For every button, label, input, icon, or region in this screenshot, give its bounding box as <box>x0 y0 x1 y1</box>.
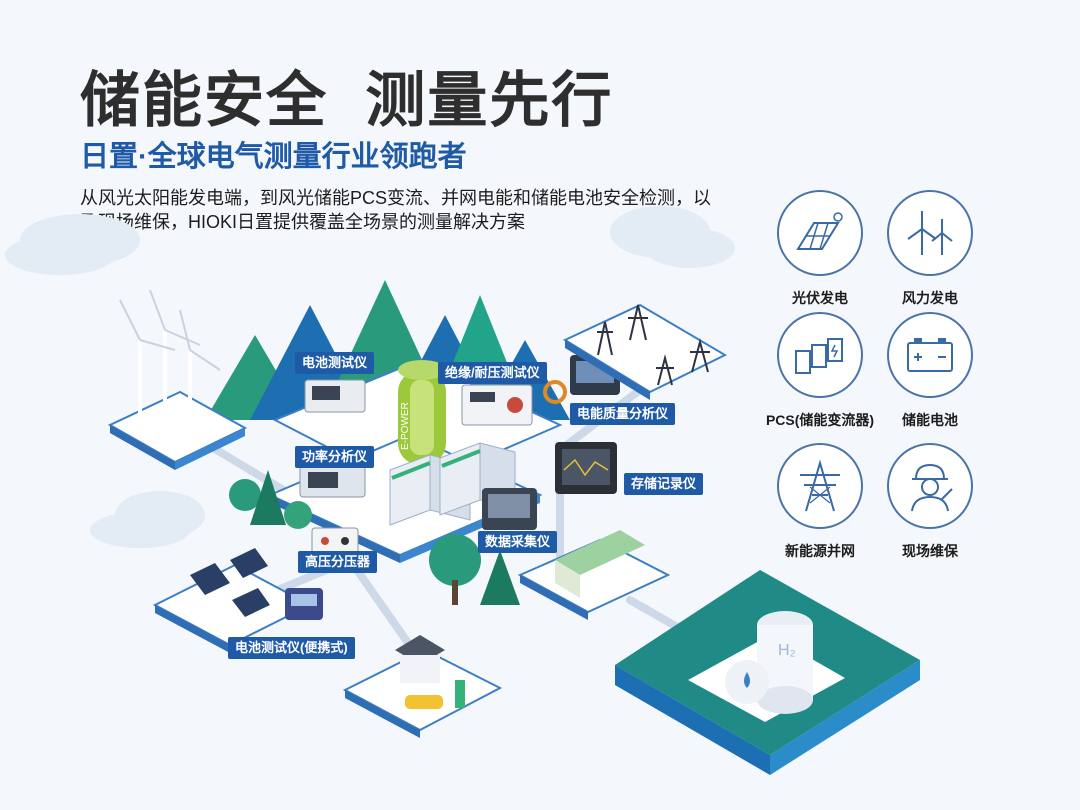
app-card-solar: 光伏发电 <box>765 190 875 308</box>
app-card-pcs: PCS(储能变流器) <box>765 312 875 430</box>
power-tower-icon <box>777 443 863 529</box>
grid-platform <box>562 303 728 400</box>
instrument-insulation-tester <box>461 384 533 426</box>
page-description: 从风光太阳能发电端，到风光储能PCS变流、并网电能和储能电池安全检测，以及现场维… <box>80 188 712 232</box>
pcs-platform <box>517 530 671 620</box>
app-card-grid: 新能源并网 <box>765 443 875 561</box>
wind-turbine-icon <box>887 190 973 276</box>
app-label-grid: 新能源并网 <box>785 543 855 559</box>
app-card-maintenance: 现场维保 <box>875 443 985 561</box>
app-label-maintenance: 现场维保 <box>902 543 958 559</box>
instrument-data-logger <box>482 488 537 530</box>
callout-insulation-tester: 绝缘/耐压测试仪 <box>438 362 547 384</box>
battery-tank: E-POWER <box>398 360 446 465</box>
instrument-battery-tester <box>304 379 366 413</box>
callout-data-logger: 数据采集仪 <box>478 531 558 553</box>
battery-icon <box>887 312 973 398</box>
callout-hv-divider: 高压分压器 <box>298 551 378 573</box>
cloud-right <box>610 206 735 268</box>
app-label-battery: 储能电池 <box>902 412 958 428</box>
trees <box>229 470 520 605</box>
app-card-battery: 储能电池 <box>875 312 985 430</box>
wind-platform <box>107 289 248 470</box>
cloud-bottom-left <box>90 491 205 548</box>
app-card-wind: 风力发电 <box>875 190 985 308</box>
callout-portable-battery-tester: 电池测试仪(便携式) <box>228 637 355 659</box>
instrument-hv-divider <box>311 527 359 555</box>
instrument-memory-recorder <box>555 442 617 494</box>
pcs-icon <box>777 312 863 398</box>
app-label-pcs: PCS(储能变流器) <box>765 412 875 428</box>
field-worker-icon <box>887 443 973 529</box>
h2-label: H₂ <box>778 642 796 659</box>
app-label-solar: 光伏发电 <box>792 290 848 306</box>
callout-power-quality-analyzer: 电能质量分析仪 <box>570 403 676 425</box>
hydrogen-platform: H₂ <box>615 570 920 775</box>
home-platform <box>342 635 503 738</box>
callout-battery-tester: 电池测试仪 <box>295 352 375 374</box>
battery-tank-text: E-POWER <box>400 402 411 450</box>
cloud-left <box>5 214 140 275</box>
instrument-power-analyzer <box>299 464 366 498</box>
solar-panel-icon <box>777 190 863 276</box>
callout-power-analyzer: 功率分析仪 <box>295 446 375 468</box>
page-title: 储能安全 测量先行 <box>80 67 614 134</box>
solar-platform <box>152 548 323 653</box>
app-label-wind: 风力发电 <box>902 290 958 306</box>
page-subtitle: 日置·全球电气测量行业领跑者 <box>80 141 467 173</box>
callout-memory-recorder: 存储记录仪 <box>624 473 704 495</box>
